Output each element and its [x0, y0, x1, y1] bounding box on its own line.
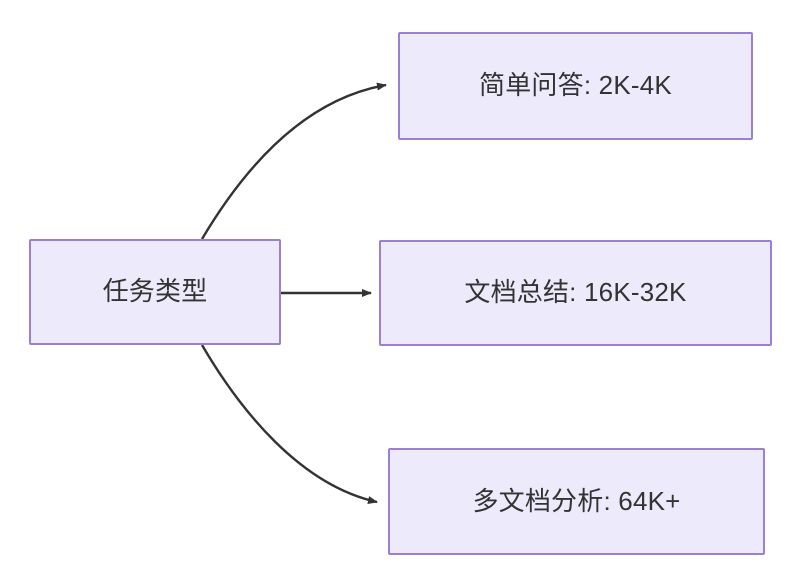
node-task-type-label: 任务类型	[102, 276, 208, 307]
node-multi-doc[interactable]: 多文档分析: 64K+	[388, 448, 765, 555]
node-doc-summary-label: 文档总结: 16K-32K	[464, 277, 687, 308]
edge-task-to-simple-qa	[200, 82, 387, 240]
node-simple-qa-label: 简单问答: 2K-4K	[479, 70, 672, 101]
node-multi-doc-label: 多文档分析: 64K+	[472, 485, 681, 516]
edge-task-to-multi-doc	[200, 344, 378, 504]
node-simple-qa[interactable]: 简单问答: 2K-4K	[398, 32, 753, 140]
node-task-type[interactable]: 任务类型	[29, 239, 281, 345]
node-doc-summary[interactable]: 文档总结: 16K-32K	[379, 240, 772, 346]
